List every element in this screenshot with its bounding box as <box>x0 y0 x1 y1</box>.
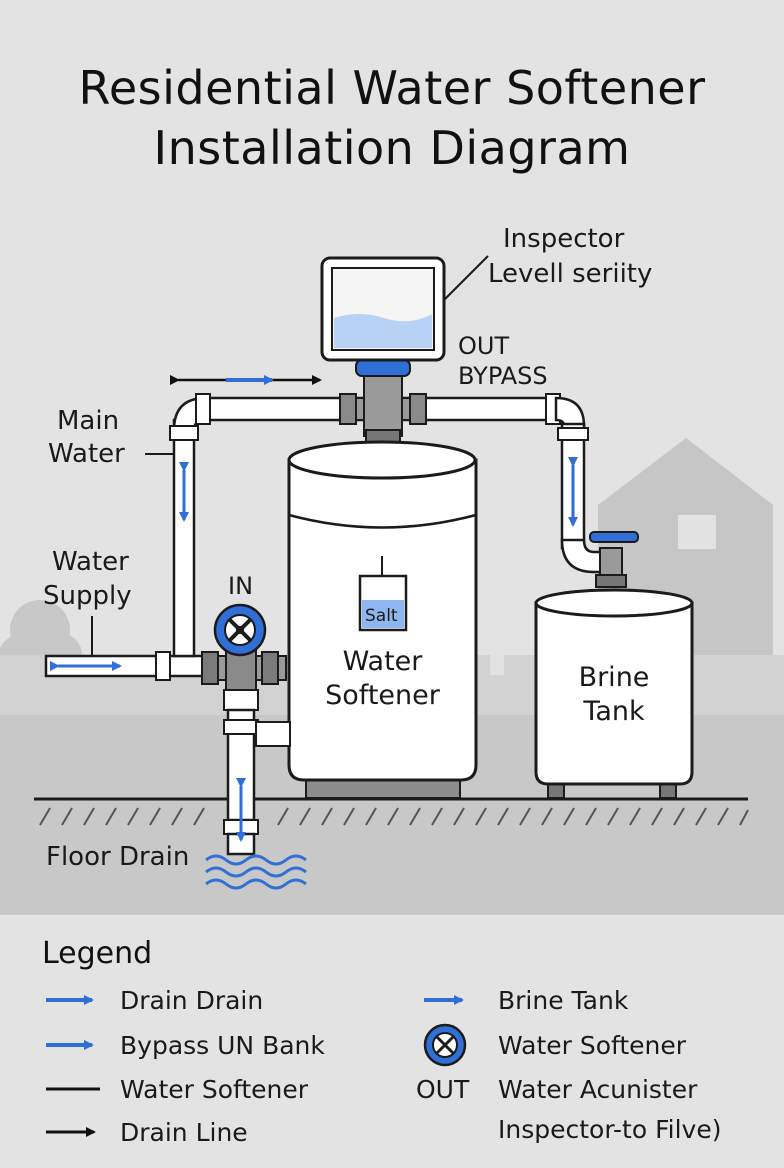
legend-item: Water Acunister <box>498 1075 698 1104</box>
label-floor-drain: Floor Drain <box>46 842 190 872</box>
label-in: IN <box>228 572 254 600</box>
legend-out-icon: OUT <box>416 1075 470 1104</box>
softener-tank <box>287 440 478 799</box>
legend-item: Bypass UN Bank <box>120 1031 325 1060</box>
label-tank: Tank <box>583 696 645 727</box>
label-main: Main <box>57 406 120 436</box>
control-head <box>339 359 427 445</box>
callout-line <box>443 255 489 301</box>
title-line-2: Installation Diagram <box>153 121 631 175</box>
label-softener: Softener <box>325 680 440 711</box>
label-inspector-level: Levell seriity <box>488 259 653 289</box>
legend-item: Drain Line <box>120 1118 248 1147</box>
legend-item: Inspector-to Filve) <box>498 1115 722 1144</box>
label-water: Water <box>52 547 129 577</box>
legend-title: Legend <box>42 936 153 971</box>
label-salt: Salt <box>365 606 398 626</box>
floor-hatch <box>39 807 749 826</box>
label-inspector: Inspector <box>503 224 625 254</box>
label-bypass: BYPASS <box>458 362 548 390</box>
brine-tank <box>534 588 694 799</box>
legend-icons <box>46 995 467 1137</box>
drain-water-icon <box>205 854 307 890</box>
legend-item: Brine Tank <box>498 986 629 1015</box>
inspector-monitor <box>320 256 446 362</box>
label-brine: Brine <box>578 662 650 693</box>
legend-item: Drain Drain <box>120 986 264 1015</box>
label-softener-water: Water <box>342 646 423 677</box>
legend-item: Water Softener <box>498 1031 687 1060</box>
valve-wheel-icon <box>213 603 267 657</box>
main-water-pipe <box>169 396 208 658</box>
bypass-pipe <box>557 422 639 588</box>
page-title: Residential Water Softener Installation … <box>0 58 784 178</box>
label-water-supply: Supply <box>43 581 132 611</box>
title-line-1: Residential Water Softener <box>78 61 706 115</box>
label-out: OUT <box>458 332 510 360</box>
supply-pipe <box>44 651 212 681</box>
label-main-water: Water <box>48 439 125 469</box>
legend-item: Water Softener <box>120 1075 309 1104</box>
